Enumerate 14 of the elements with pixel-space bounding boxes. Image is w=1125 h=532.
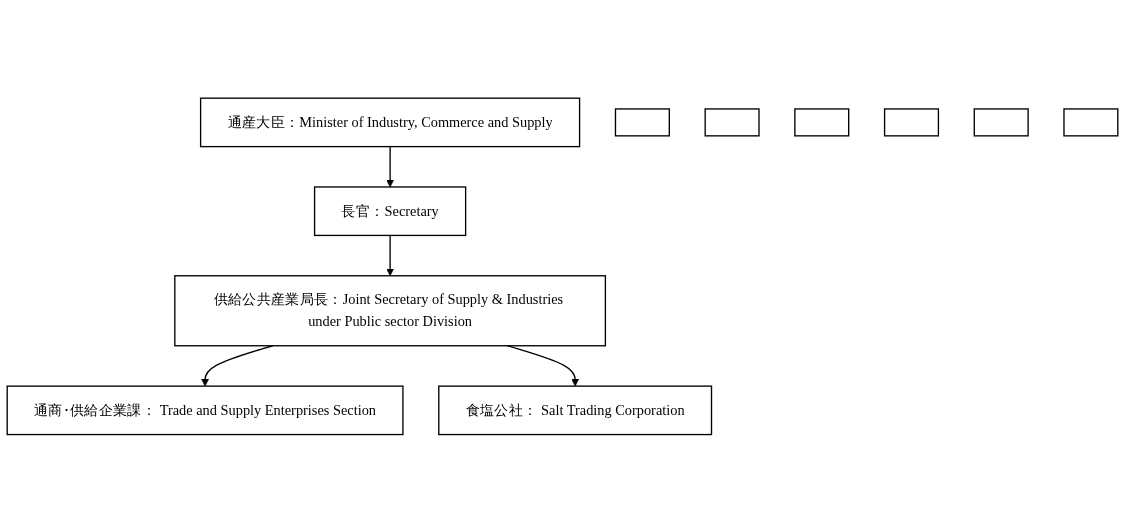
arrow	[386, 234, 395, 276]
node-box	[883, 107, 940, 137]
node-box: 通産大臣：Minister of Industry, Commerce and Supply	[199, 97, 581, 147]
node-box	[1063, 107, 1119, 137]
arrow	[386, 145, 395, 187]
node-box	[794, 107, 850, 137]
node-box	[704, 107, 760, 137]
node-box: 通商･供給企業課： Trade and Supply Enterprises Section	[6, 385, 404, 435]
node-box	[614, 107, 670, 137]
node-box: 供給公共産業局長：Joint Secretary of Supply & Industries under Public sector Division	[174, 274, 607, 347]
node-box	[973, 107, 1029, 137]
node-box: 長官：Secretary	[313, 185, 467, 236]
node-box: 食塩公社： Salt Trading Corporation	[438, 385, 713, 435]
arrow	[201, 344, 274, 387]
